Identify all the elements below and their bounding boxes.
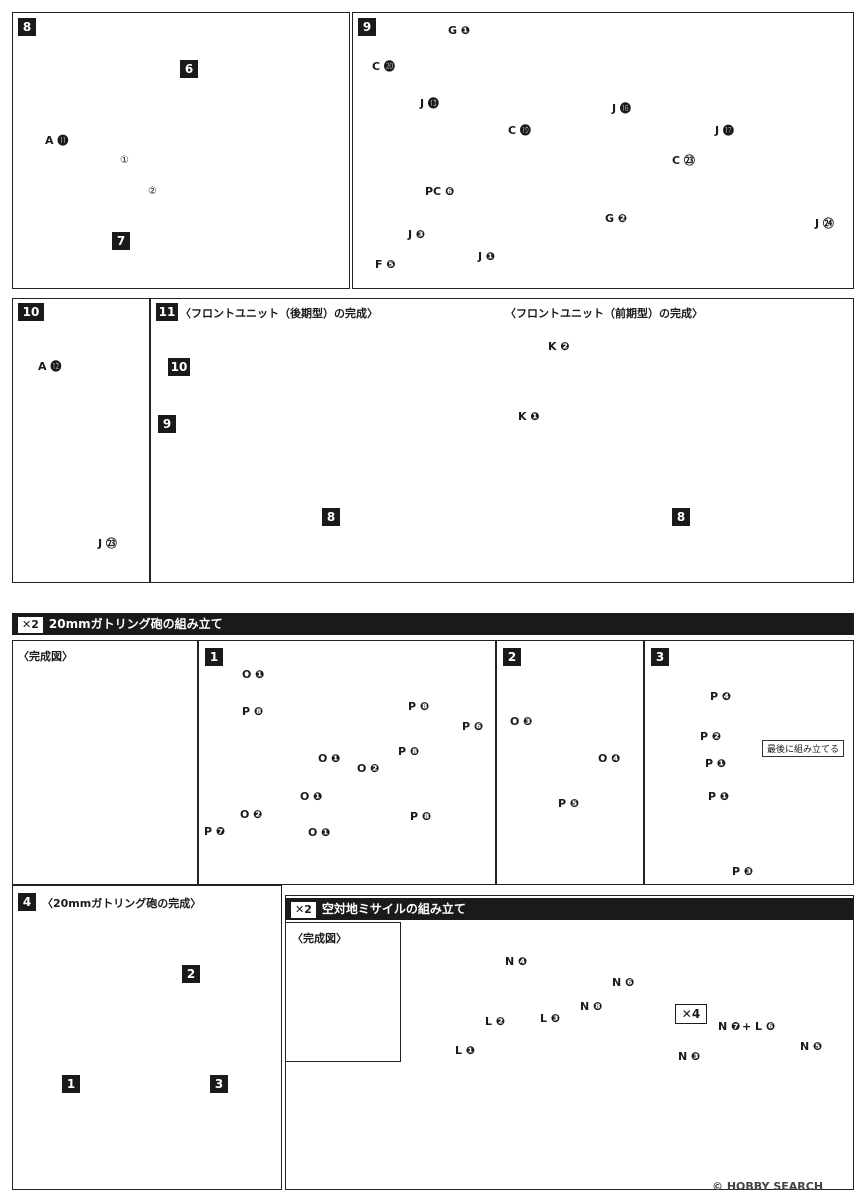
part-l3: L ❸: [540, 1012, 561, 1025]
part-p8-top: P ❽: [242, 705, 264, 718]
part-j13-label: J ⓭: [420, 97, 439, 110]
gatling-step-3-number: 3: [651, 648, 669, 666]
ref-2: 2: [182, 965, 200, 983]
missile-header-text: 空対地ミサイルの組み立て: [321, 902, 466, 916]
part-j23-label: J ㉓: [98, 537, 117, 550]
part-p2: P ❷: [700, 730, 722, 743]
gatling-step-2-panel: [496, 640, 644, 885]
part-o2-a: O ❷: [357, 762, 380, 775]
part-c19-label: C ⓳: [508, 124, 531, 137]
part-g1-label: G ❶: [448, 24, 471, 37]
step-8-panel: [12, 12, 350, 289]
step-10-panel: [12, 298, 150, 583]
part-p5: P ❺: [558, 797, 580, 810]
part-j17-label: J ⓱: [715, 124, 734, 137]
step-11-number: 11: [156, 303, 178, 321]
part-j3-label: J ❸: [408, 228, 426, 241]
part-c23-label: C ㉓: [672, 154, 695, 167]
ref-7: 7: [112, 232, 130, 250]
gatling-step-1-number: 1: [205, 648, 223, 666]
part-f5-label: F ❺: [375, 258, 396, 271]
assemble-last-note: 最後に組み立てる: [762, 740, 845, 757]
missile-x2-badge: ✕2: [291, 902, 316, 918]
part-k2-label: K ❷: [548, 340, 570, 353]
part-n4: N ❹: [505, 955, 528, 968]
ref-6: 6: [180, 60, 198, 78]
ref-1: 1: [62, 1075, 80, 1093]
gatling-section-header: ✕2 20mmガトリング砲の組み立て: [12, 613, 854, 635]
gatling-complete-label: 〈完成図〉: [18, 650, 73, 663]
ref-8-late: 8: [322, 508, 340, 526]
step-11-title-early: 〈フロントユニット（前期型）の完成〉: [505, 307, 703, 320]
hobby-search-watermark: © HOBBY SEARCH: [712, 1180, 824, 1193]
gatling-step-2-number: 2: [503, 648, 521, 666]
part-j16-label: J ⓰: [612, 102, 631, 115]
part-p8-c: P ❽: [410, 810, 432, 823]
gatling-step-4-panel: [12, 885, 282, 1190]
part-l6: + L ❻: [742, 1020, 776, 1033]
part-o2-b: O ❷: [240, 808, 263, 821]
part-n6: N ❻: [612, 976, 635, 989]
part-o1-b: O ❶: [300, 790, 323, 803]
part-p8-a: P ❽: [408, 700, 430, 713]
step-9-number: 9: [358, 18, 376, 36]
step-8-number: 8: [18, 18, 36, 36]
part-p8-b: P ❽: [398, 745, 420, 758]
part-p4: P ❹: [710, 690, 732, 703]
part-g2-label: G ❷: [605, 212, 628, 225]
step8-circle-2: ②: [148, 186, 157, 197]
part-p7: P ❼: [204, 825, 226, 838]
part-p6: P ❻: [462, 720, 484, 733]
missile-complete-panel: [285, 922, 401, 1062]
part-a11-label: A ⓫: [45, 134, 69, 147]
part-p1-b: P ❶: [708, 790, 730, 803]
step8-circle-1: ①: [120, 155, 129, 166]
gatling-step-1-panel: [198, 640, 496, 885]
part-o1-c: O ❶: [308, 826, 331, 839]
gatling-header-text: 20mmガトリング砲の組み立て: [48, 617, 223, 631]
ref-9: 9: [158, 415, 176, 433]
step-10-number: 10: [18, 303, 44, 321]
part-l1: L ❶: [455, 1044, 476, 1057]
part-a12-label: A ⓬: [38, 360, 62, 373]
ref-8-early: 8: [672, 508, 690, 526]
part-j24-label: J ㉔: [815, 217, 834, 230]
part-c20-label: C ⓴: [372, 60, 395, 73]
ref-10: 10: [168, 358, 190, 376]
step-11-panel: [150, 298, 854, 583]
part-p1-a: P ❶: [705, 757, 727, 770]
gatling-step-4-number: 4: [18, 893, 36, 911]
part-l2: L ❷: [485, 1015, 506, 1028]
missile-complete-label: 〈完成図〉: [292, 932, 347, 945]
part-n5: N ❺: [800, 1040, 823, 1053]
part-k1-label: K ❶: [518, 410, 540, 423]
part-pc6-label: PC ❻: [425, 185, 455, 198]
part-o3: O ❸: [510, 715, 533, 728]
missile-section-header: ✕2 空対地ミサイルの組み立て: [285, 898, 854, 920]
part-n7: N ❼: [718, 1020, 741, 1033]
ref-3: 3: [210, 1075, 228, 1093]
missile-x4-badge: ✕4: [675, 1004, 707, 1024]
gatling-step-4-title: 〈20mmガトリング砲の完成〉: [42, 897, 202, 910]
part-n3: N ❸: [678, 1050, 701, 1063]
step-9-panel: [352, 12, 854, 289]
gatling-step-3-panel: [644, 640, 854, 885]
part-p3: P ❸: [732, 865, 754, 878]
part-j1-label: J ❶: [478, 250, 496, 263]
gatling-complete-panel: [12, 640, 198, 885]
part-o4: O ❹: [598, 752, 621, 765]
part-o1-a: O ❶: [318, 752, 341, 765]
step-11-title-late: 〈フロントユニット（後期型）の完成〉: [180, 307, 378, 320]
gatling-x2-badge: ✕2: [18, 617, 43, 633]
part-n8: N ❽: [580, 1000, 603, 1013]
part-o1-top: O ❶: [242, 668, 265, 681]
